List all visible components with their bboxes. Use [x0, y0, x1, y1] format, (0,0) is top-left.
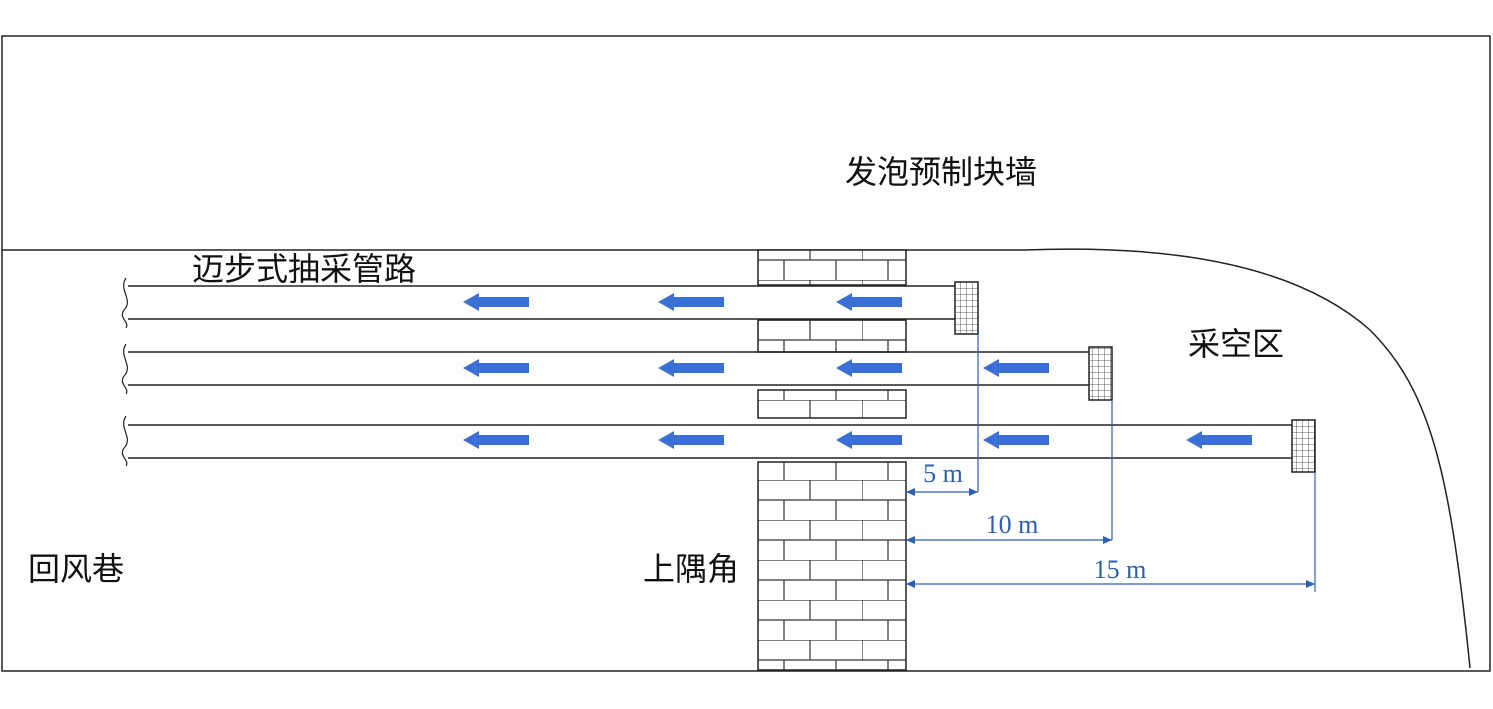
- dim-arrowhead: [969, 488, 978, 496]
- flow-arrow: [463, 359, 529, 377]
- flow-arrow: [463, 431, 529, 449]
- flow-arrow: [658, 431, 724, 449]
- dim-arrowhead: [906, 580, 915, 588]
- pipe-2: [121, 343, 1113, 401]
- flow-arrows: [463, 293, 1252, 449]
- pipe-break-mark: [121, 277, 129, 329]
- pipeline-label: 迈步式抽采管路: [192, 250, 416, 288]
- pipe-plug: [954, 281, 979, 335]
- dim-arrowhead: [906, 536, 915, 544]
- wall-segment: [757, 319, 907, 353]
- dim-arrowhead: [1306, 580, 1315, 588]
- dim-arrowhead: [1103, 536, 1112, 544]
- wall-segment: [757, 249, 907, 286]
- flow-arrow: [658, 359, 724, 377]
- pipe-plug: [1088, 346, 1113, 401]
- foam-block-wall: [757, 249, 907, 671]
- pipe-break-mark: [121, 343, 129, 395]
- pipe-plug: [1291, 419, 1316, 473]
- wall-segment: [757, 461, 907, 671]
- flow-arrow: [983, 359, 1049, 377]
- pipe-3: [121, 415, 1316, 473]
- flow-arrow: [836, 359, 902, 377]
- dimension-lines: [906, 334, 1316, 592]
- flow-arrow: [983, 431, 1049, 449]
- foam-wall-label: 发泡预制块墙: [845, 153, 1037, 191]
- flow-arrow: [836, 431, 902, 449]
- pipe-1: [121, 277, 979, 335]
- return-airway-label: 回风巷: [28, 550, 124, 588]
- goaf-label: 采空区: [1188, 325, 1284, 363]
- pipe-break-mark: [121, 415, 129, 467]
- dimension-5m-label: 5 m: [923, 459, 963, 488]
- flow-arrow: [1186, 431, 1252, 449]
- flow-arrow: [463, 293, 529, 311]
- drawing-frame: [1, 35, 1491, 672]
- goaf-boundary-curve: [1024, 248, 1471, 669]
- upper-corner-label: 上隅角: [643, 550, 739, 588]
- dim-arrowhead: [906, 488, 915, 496]
- dimension-15m-label: 15 m: [1094, 555, 1147, 584]
- dimension-10m-label: 10 m: [986, 510, 1039, 539]
- flow-arrow: [836, 293, 902, 311]
- flow-arrow: [658, 293, 724, 311]
- wall-segment: [757, 389, 907, 419]
